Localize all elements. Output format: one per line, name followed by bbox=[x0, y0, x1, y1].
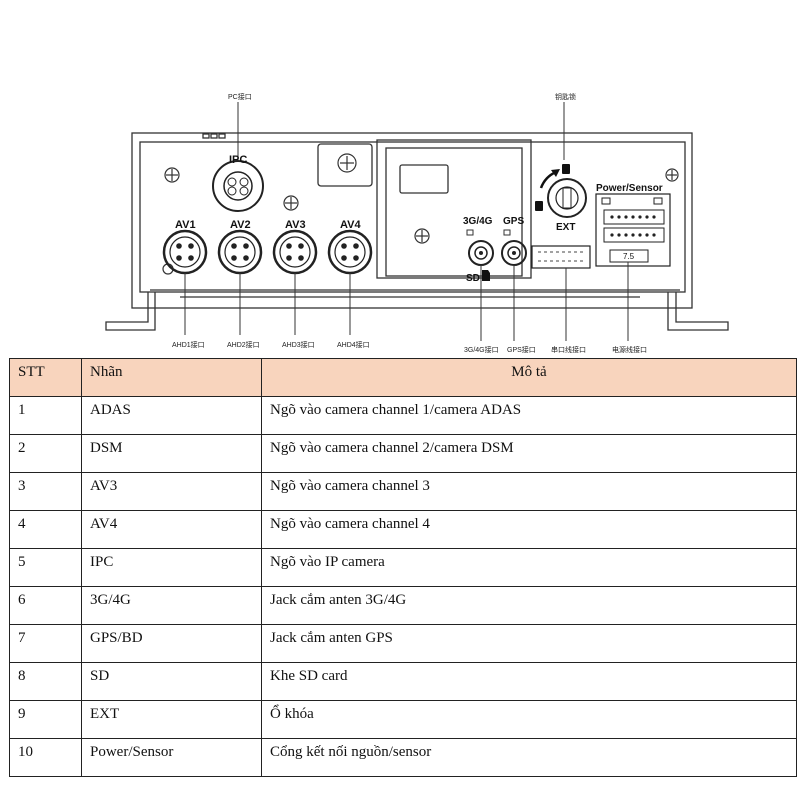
header-label: Nhãn bbox=[81, 358, 262, 397]
av2-connector bbox=[217, 229, 263, 275]
av4-connector bbox=[327, 229, 373, 275]
cell-description: Ngõ vào camera channel 3 bbox=[261, 472, 797, 511]
table-header-row: STT Nhãn Mô tả bbox=[9, 358, 797, 397]
pc-port-label: PC接口 bbox=[228, 92, 252, 101]
serial-port-label: 串口线接口 bbox=[551, 345, 586, 354]
unlocked-icon bbox=[535, 201, 543, 211]
locked-icon bbox=[562, 164, 570, 174]
power-pins bbox=[610, 215, 656, 237]
antenna-jacks bbox=[466, 229, 527, 266]
cell-description: Khe SD card bbox=[261, 662, 797, 701]
leader-lines bbox=[184, 102, 629, 341]
ext-label: EXT bbox=[556, 222, 575, 233]
ipc-connector bbox=[212, 160, 264, 212]
g34-label: 3G/4G bbox=[463, 216, 493, 227]
cell-stt: 4 bbox=[9, 510, 82, 549]
lock-label: 钥匙锁 bbox=[555, 92, 576, 101]
fuse-label: 7.5 bbox=[623, 252, 635, 261]
cell-description: Jack cắm anten 3G/4G bbox=[261, 586, 797, 625]
power-sensor-label: Power/Sensor bbox=[596, 183, 663, 194]
cell-label: Power/Sensor bbox=[81, 738, 262, 777]
cell-stt: 5 bbox=[9, 548, 82, 587]
header-stt: STT bbox=[9, 358, 82, 397]
av3-label: AV3 bbox=[285, 219, 306, 231]
cell-description: Ngõ vào camera channel 1/camera ADAS bbox=[261, 396, 797, 435]
power-port-label: 电源线接口 bbox=[612, 345, 647, 354]
chassis-outline bbox=[131, 132, 693, 309]
header-description: Mô tả bbox=[261, 358, 797, 397]
cell-label: AV4 bbox=[81, 510, 262, 549]
sd-label: SD bbox=[466, 273, 480, 284]
gps-port-label: GPS接口 bbox=[507, 345, 536, 354]
ahd2-label: AHD2接口 bbox=[227, 340, 260, 349]
cell-description: Cổng kết nối nguồn/sensor bbox=[261, 738, 797, 777]
cell-label: ADAS bbox=[81, 396, 262, 435]
av2-label: AV2 bbox=[230, 219, 251, 231]
power-sensor-port bbox=[595, 193, 671, 267]
cell-description: Jack cắm anten GPS bbox=[261, 624, 797, 663]
ipc-label: IPC bbox=[229, 154, 247, 166]
sd-card-icon bbox=[482, 270, 490, 281]
cell-description: Ngõ vào camera channel 2/camera DSM bbox=[261, 434, 797, 473]
right-flange bbox=[667, 292, 729, 331]
panel-face bbox=[139, 141, 686, 293]
ahd3-label: AHD3接口 bbox=[282, 340, 315, 349]
cell-stt: 2 bbox=[9, 434, 82, 473]
cell-stt: 1 bbox=[9, 396, 82, 435]
g34-port-label: 3G/4G接口 bbox=[464, 345, 499, 354]
cell-label: DSM bbox=[81, 434, 262, 473]
cell-stt: 3 bbox=[9, 472, 82, 511]
cell-label: SD bbox=[81, 662, 262, 701]
av1-connector bbox=[162, 229, 208, 275]
ahd1-label: AHD1接口 bbox=[172, 340, 205, 349]
cell-stt: 10 bbox=[9, 738, 82, 777]
cell-label: IPC bbox=[81, 548, 262, 587]
av4-label: AV4 bbox=[340, 219, 361, 231]
gps-label: GPS bbox=[503, 216, 524, 227]
cell-stt: 9 bbox=[9, 700, 82, 739]
cell-description: Ổ khóa bbox=[261, 700, 797, 739]
ahd4-label: AHD4接口 bbox=[337, 340, 370, 349]
ext-lock bbox=[535, 164, 587, 218]
cell-stt: 7 bbox=[9, 624, 82, 663]
cell-stt: 6 bbox=[9, 586, 82, 625]
cell-stt: 8 bbox=[9, 662, 82, 701]
cell-label: GPS/BD bbox=[81, 624, 262, 663]
cell-description: Ngõ vào camera channel 4 bbox=[261, 510, 797, 549]
av1-label: AV1 bbox=[175, 219, 196, 231]
cell-description: Ngõ vào IP camera bbox=[261, 548, 797, 587]
serial-port bbox=[531, 245, 591, 269]
cell-label: EXT bbox=[81, 700, 262, 739]
device-rear-panel-diagram: PC接口 钥匙锁 AHD1接口 AHD2接口 AHD3接口 AHD4接口 3G/… bbox=[105, 92, 729, 354]
cell-label: 3G/4G bbox=[81, 586, 262, 625]
av3-connector bbox=[272, 229, 318, 275]
left-flange bbox=[105, 292, 156, 331]
av-connectors bbox=[162, 229, 373, 275]
cell-label: AV3 bbox=[81, 472, 262, 511]
